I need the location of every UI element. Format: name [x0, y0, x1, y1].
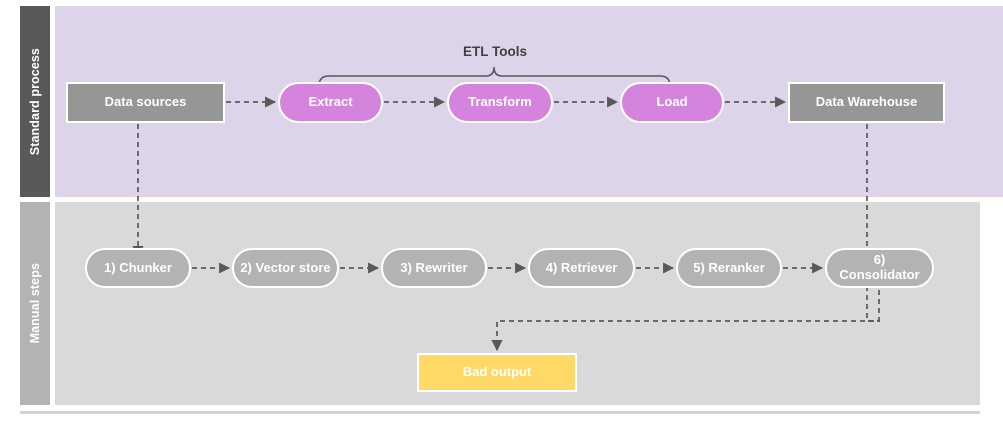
node-reranker-label: 5) Reranker	[693, 259, 765, 275]
lane-label-standard-process-text: Standard process	[28, 47, 42, 156]
node-retriever[interactable]: 4) Retriever	[528, 248, 635, 288]
node-chunker-label: 1) Chunker	[104, 259, 172, 275]
node-load[interactable]: Load	[620, 82, 724, 123]
node-transform-label: Transform	[468, 94, 532, 110]
node-extract-label: Extract	[308, 94, 353, 110]
lane-label-manual-steps: Manual steps	[20, 202, 50, 405]
node-data-warehouse-label: Data Warehouse	[815, 94, 918, 110]
lane-label-manual-steps-text: Manual steps	[28, 263, 42, 344]
node-data-warehouse[interactable]: Data Warehouse	[788, 82, 945, 123]
node-consolidator-label: 6) Consolidator	[839, 252, 920, 282]
node-reranker[interactable]: 5) Reranker	[676, 248, 782, 288]
node-rewriter-label: 3) Rewriter	[400, 259, 468, 275]
node-load-label: Load	[656, 94, 688, 110]
lane-label-standard-process: Standard process	[20, 6, 50, 197]
node-transform[interactable]: Transform	[447, 82, 553, 123]
node-chunker[interactable]: 1) Chunker	[85, 248, 191, 288]
node-rewriter[interactable]: 3) Rewriter	[381, 248, 487, 288]
node-vector-store-label: 2) Vector store	[240, 259, 331, 275]
node-bad-output-label: Bad output	[462, 364, 532, 380]
node-data-sources-label: Data sources	[104, 94, 187, 110]
node-data-sources[interactable]: Data sources	[66, 82, 225, 123]
node-bad-output[interactable]: Bad output	[417, 353, 577, 392]
etl-tools-label: ETL Tools	[463, 44, 527, 59]
bottom-divider-rule	[20, 411, 980, 414]
node-vector-store[interactable]: 2) Vector store	[232, 248, 339, 288]
node-extract[interactable]: Extract	[278, 82, 383, 123]
node-retriever-label: 4) Retriever	[545, 259, 618, 275]
node-consolidator[interactable]: 6) Consolidator	[825, 248, 934, 288]
